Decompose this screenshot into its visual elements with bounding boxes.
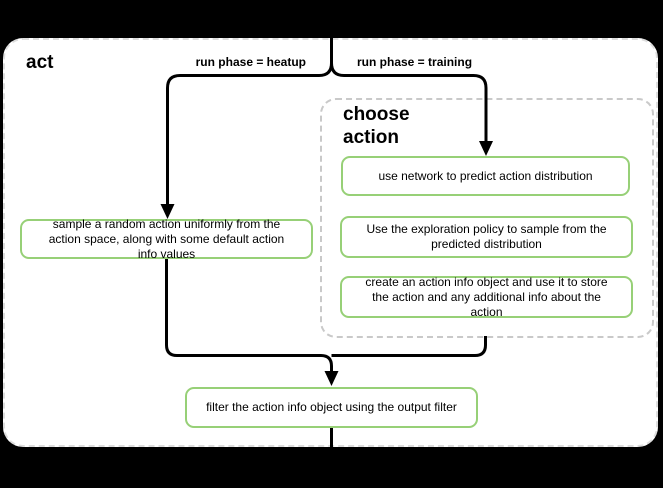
- branch-label-training: run phase = training: [357, 55, 473, 69]
- branch-label-heatup: run phase = heatup: [195, 55, 306, 69]
- panel-title: act: [26, 52, 54, 73]
- node-use-network-predict: use network to predict action distributi…: [341, 156, 630, 196]
- choose-action-group-title: choose action: [343, 104, 410, 148]
- node-create-action-info-object: create an action info object and use it …: [340, 275, 633, 319]
- node-sample-random-action: sample a random action uniformly from th…: [20, 217, 313, 261]
- node-exploration-policy-sample: Use the exploration policy to sample fro…: [340, 216, 633, 258]
- node-filter-action-info: filter the action info object using the …: [185, 387, 478, 428]
